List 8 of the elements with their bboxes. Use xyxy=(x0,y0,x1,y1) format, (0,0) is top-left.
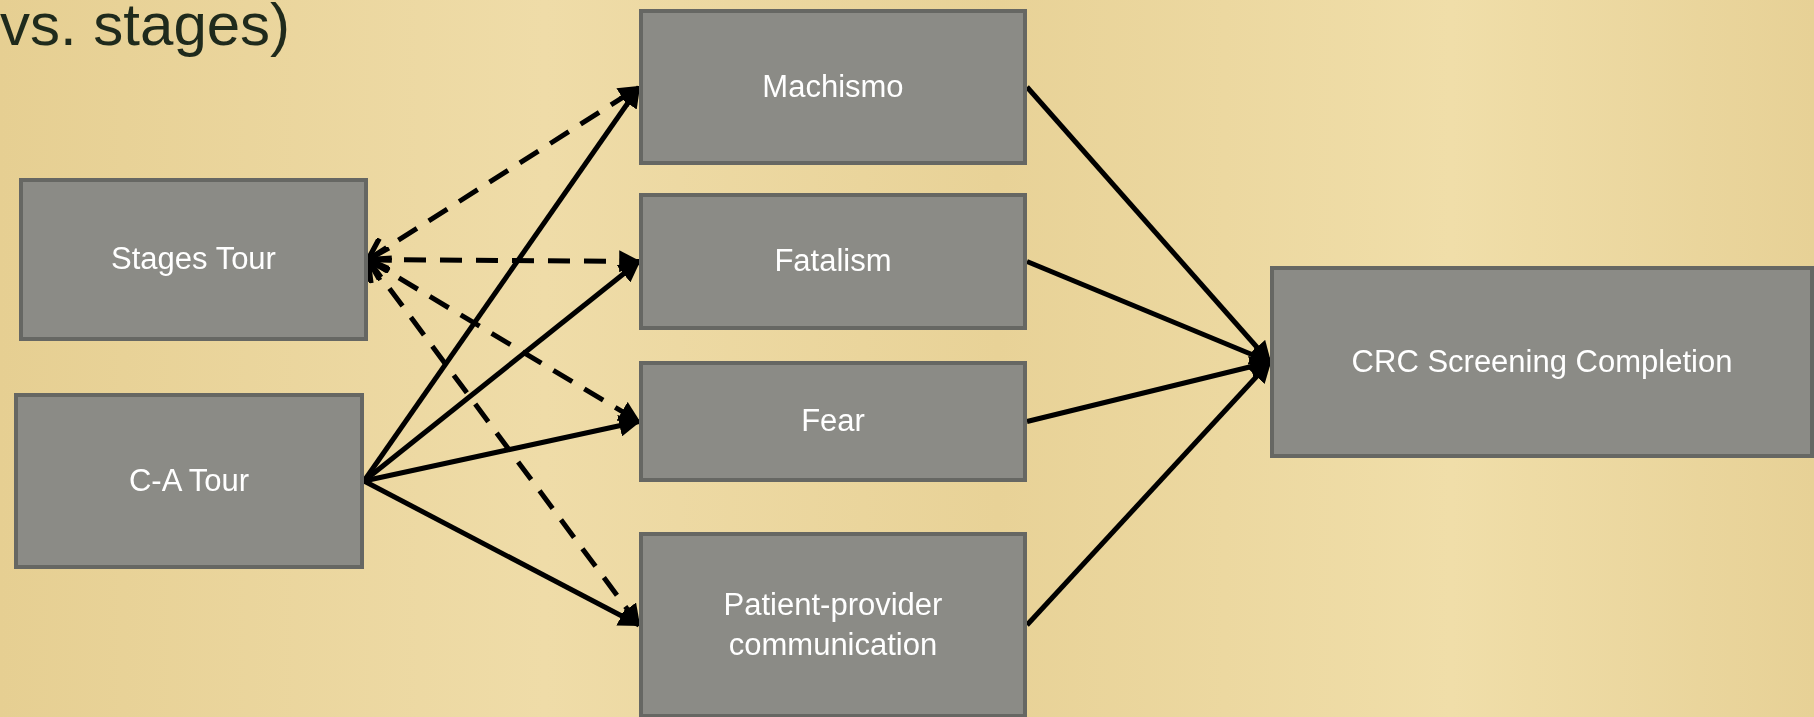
variable-box: Patient-provider communication xyxy=(639,532,1027,717)
variable-box: CRC Screening Completion xyxy=(1270,266,1814,458)
title: vs. stages) xyxy=(0,0,291,58)
variable-box: Fatalism xyxy=(639,193,1027,330)
variable-box: Stages Tour xyxy=(19,178,368,341)
variable-box: Fear xyxy=(639,361,1027,482)
variable-box: Machismo xyxy=(639,9,1027,165)
variable-box: C-A Tour xyxy=(14,393,364,569)
